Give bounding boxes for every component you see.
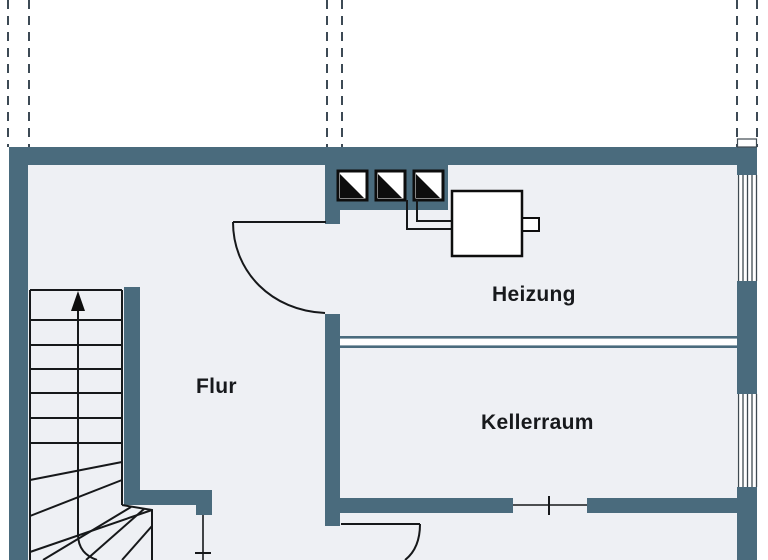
staircase-up-arrow-icon: [71, 291, 98, 560]
room-label-flur: Flur: [196, 375, 237, 398]
wall-right-segment: [737, 281, 757, 394]
wall-keller-bottom-right: [587, 498, 757, 513]
wall-keller-bottom-left: [340, 498, 513, 513]
upper-floor-outline-dashed: [7, 0, 758, 147]
wall-center-lower: [325, 314, 340, 526]
chimney-flue-icon: [374, 169, 407, 202]
partition-heizung-kellerraum: [340, 336, 737, 348]
chimney-flue-icon: [336, 169, 369, 202]
wall-top: [9, 147, 757, 165]
wall-right-segment: [737, 147, 757, 175]
wall-flur-bottom: [124, 490, 212, 505]
windows: [736, 138, 758, 487]
wall-stair-right: [124, 287, 140, 505]
chimney-flue-icon: [412, 169, 445, 202]
door-swing-icon: [232, 221, 326, 314]
window-head: [736, 138, 758, 148]
door-swing-icon: [341, 523, 421, 560]
wall-left: [9, 147, 28, 560]
room-label-kellerraum: Kellerraum: [481, 411, 594, 434]
boiler-icon: [406, 189, 540, 258]
wall-right-segment: [737, 487, 757, 560]
wall-flur-bottom-stub: [196, 505, 212, 515]
wall-opening: [513, 496, 587, 515]
window-icon: [737, 394, 758, 487]
wall-center-upper: [325, 165, 340, 224]
room-label-heizung: Heizung: [492, 283, 576, 306]
window-icon: [737, 175, 758, 281]
wall-opening: [195, 515, 211, 560]
chimney-flues: [336, 169, 445, 202]
staircase: [29, 289, 153, 560]
